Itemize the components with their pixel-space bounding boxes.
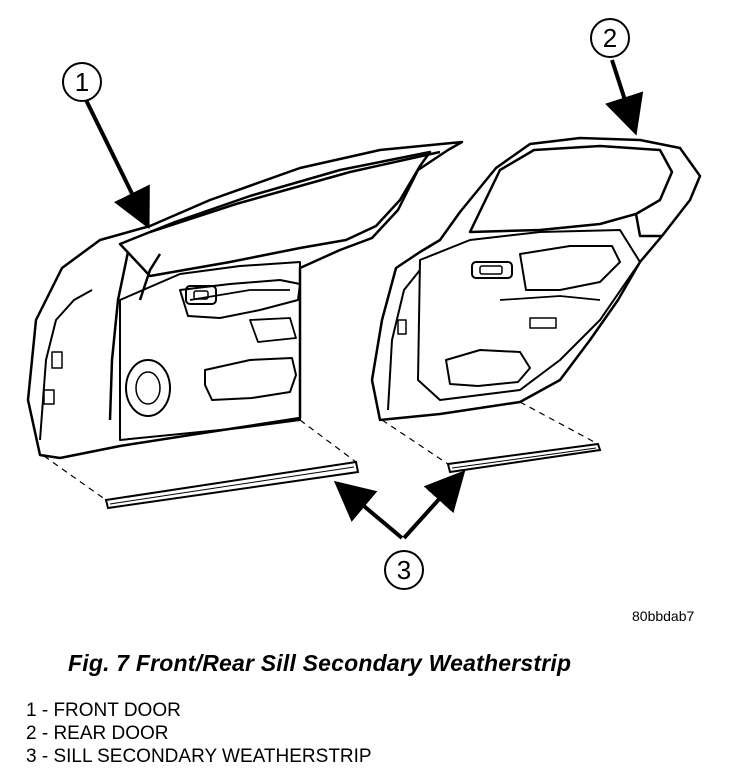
legend-item-sill-weatherstrip: 3 - SILL SECONDARY WEATHERSTRIP	[26, 746, 372, 767]
callout-1-label: 1	[75, 67, 89, 97]
callout-2: 2	[590, 18, 630, 58]
front-door-drawing	[26, 140, 464, 460]
figure-code: 80bbdab7	[632, 608, 695, 624]
legend-item-front-door: 1 - FRONT DOOR	[26, 700, 181, 721]
installation-guide-lines	[43, 401, 599, 501]
door-weatherstrip-illustration: 1 2 3	[26, 18, 702, 590]
legend-item-rear-door: 2 - REAR DOOR	[26, 723, 169, 744]
figure-caption: Fig. 7 Front/Rear Sill Secondary Weather…	[68, 650, 572, 676]
legend: 1 - FRONT DOOR 2 - REAR DOOR 3 - SILL SE…	[26, 699, 372, 768]
rear-door-drawing	[370, 136, 702, 422]
front-sill-weatherstrip	[104, 460, 360, 510]
callout-3: 3	[384, 550, 424, 590]
callout-3-label: 3	[397, 555, 411, 585]
callout-1: 1	[62, 62, 102, 102]
callout-2-label: 2	[603, 23, 617, 53]
leader-arrows	[84, 59, 644, 540]
rear-sill-weatherstrip	[446, 442, 602, 474]
